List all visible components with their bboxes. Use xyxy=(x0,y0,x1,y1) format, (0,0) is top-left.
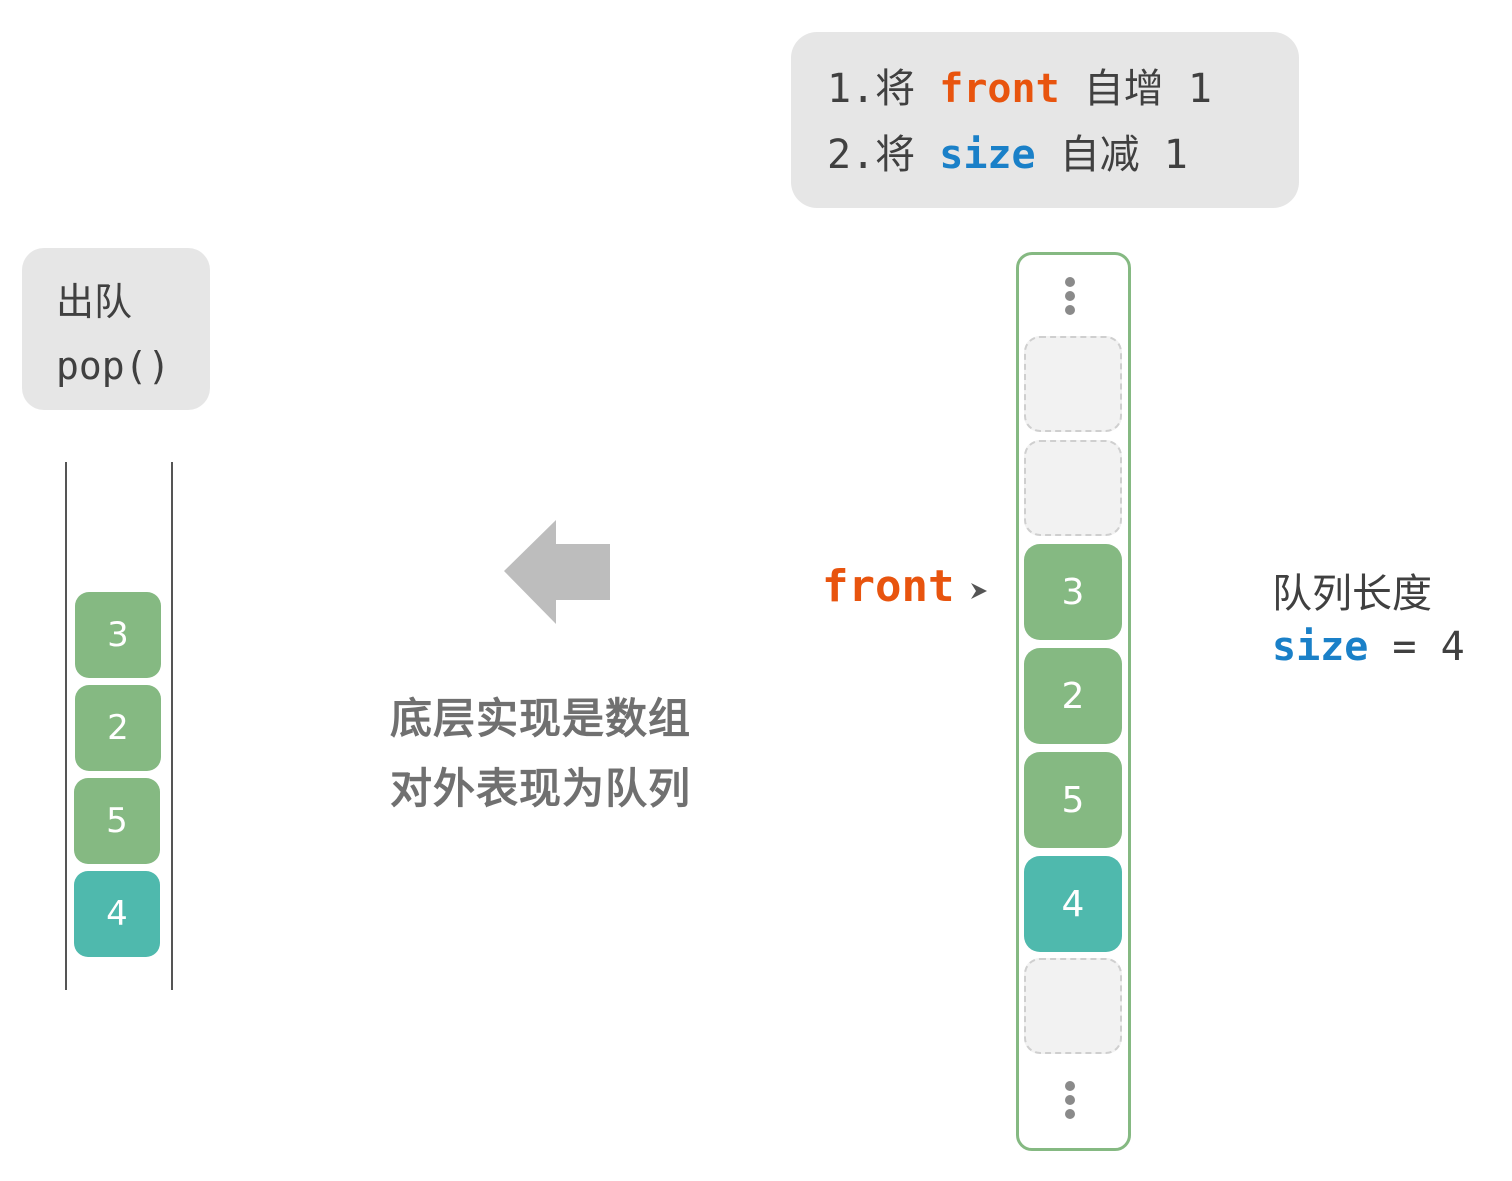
step-2-variable: size xyxy=(939,132,1036,178)
step-1-variable: front xyxy=(939,66,1060,112)
steps-box: 1.将 front 自增 1 2.将 size 自减 1 xyxy=(791,32,1299,208)
array-cell-empty xyxy=(1024,958,1122,1054)
array-cell: 3 xyxy=(1024,544,1122,640)
operation-label-box: 出队 pop() xyxy=(22,248,210,410)
array-cell-empty xyxy=(1024,336,1122,432)
queue-item: 2 xyxy=(75,685,161,771)
step-1-action: 自增 xyxy=(1083,66,1164,112)
step-1-verb: 将 xyxy=(875,66,916,112)
queue-left-wall xyxy=(65,462,67,990)
size-line: size = 4 xyxy=(1272,624,1465,670)
bottom-ellipsis-icon xyxy=(1065,1081,1075,1119)
array-cell: 2 xyxy=(1024,648,1122,744)
queue-item: 4 xyxy=(74,871,160,957)
size-equals: = xyxy=(1392,624,1417,670)
operation-method: pop() xyxy=(56,344,171,388)
caption-line-2: 对外表现为队列 xyxy=(390,764,692,813)
array-cell-empty xyxy=(1024,440,1122,536)
step-1-number: 1. xyxy=(827,66,876,112)
step-2: 2.将 size 自减 1 xyxy=(827,122,1299,188)
top-ellipsis-icon xyxy=(1065,277,1075,315)
front-pointer-label: front xyxy=(822,561,955,612)
queue-item: 5 xyxy=(74,778,160,864)
array-cell: 5 xyxy=(1024,752,1122,848)
queue-item: 3 xyxy=(75,592,161,678)
step-2-action: 自减 xyxy=(1059,132,1140,178)
size-title: 队列长度 xyxy=(1272,571,1432,617)
step-2-value: 1 xyxy=(1163,132,1188,178)
caption: 底层实现是数组 对外表现为队列 xyxy=(390,684,691,824)
operation-title: 出队 xyxy=(56,280,133,324)
step-1: 1.将 front 自增 1 xyxy=(827,56,1299,122)
step-2-number: 2. xyxy=(827,132,876,178)
caption-line-1: 底层实现是数组 xyxy=(390,694,692,743)
queue-right-wall xyxy=(171,462,173,990)
array-cell: 4 xyxy=(1024,856,1122,952)
size-variable: size xyxy=(1272,624,1369,670)
step-2-verb: 将 xyxy=(875,132,916,178)
size-value: 4 xyxy=(1440,624,1465,670)
step-1-value: 1 xyxy=(1187,66,1212,112)
left-arrow-icon xyxy=(504,520,610,624)
pointer-arrow-icon xyxy=(971,583,987,599)
